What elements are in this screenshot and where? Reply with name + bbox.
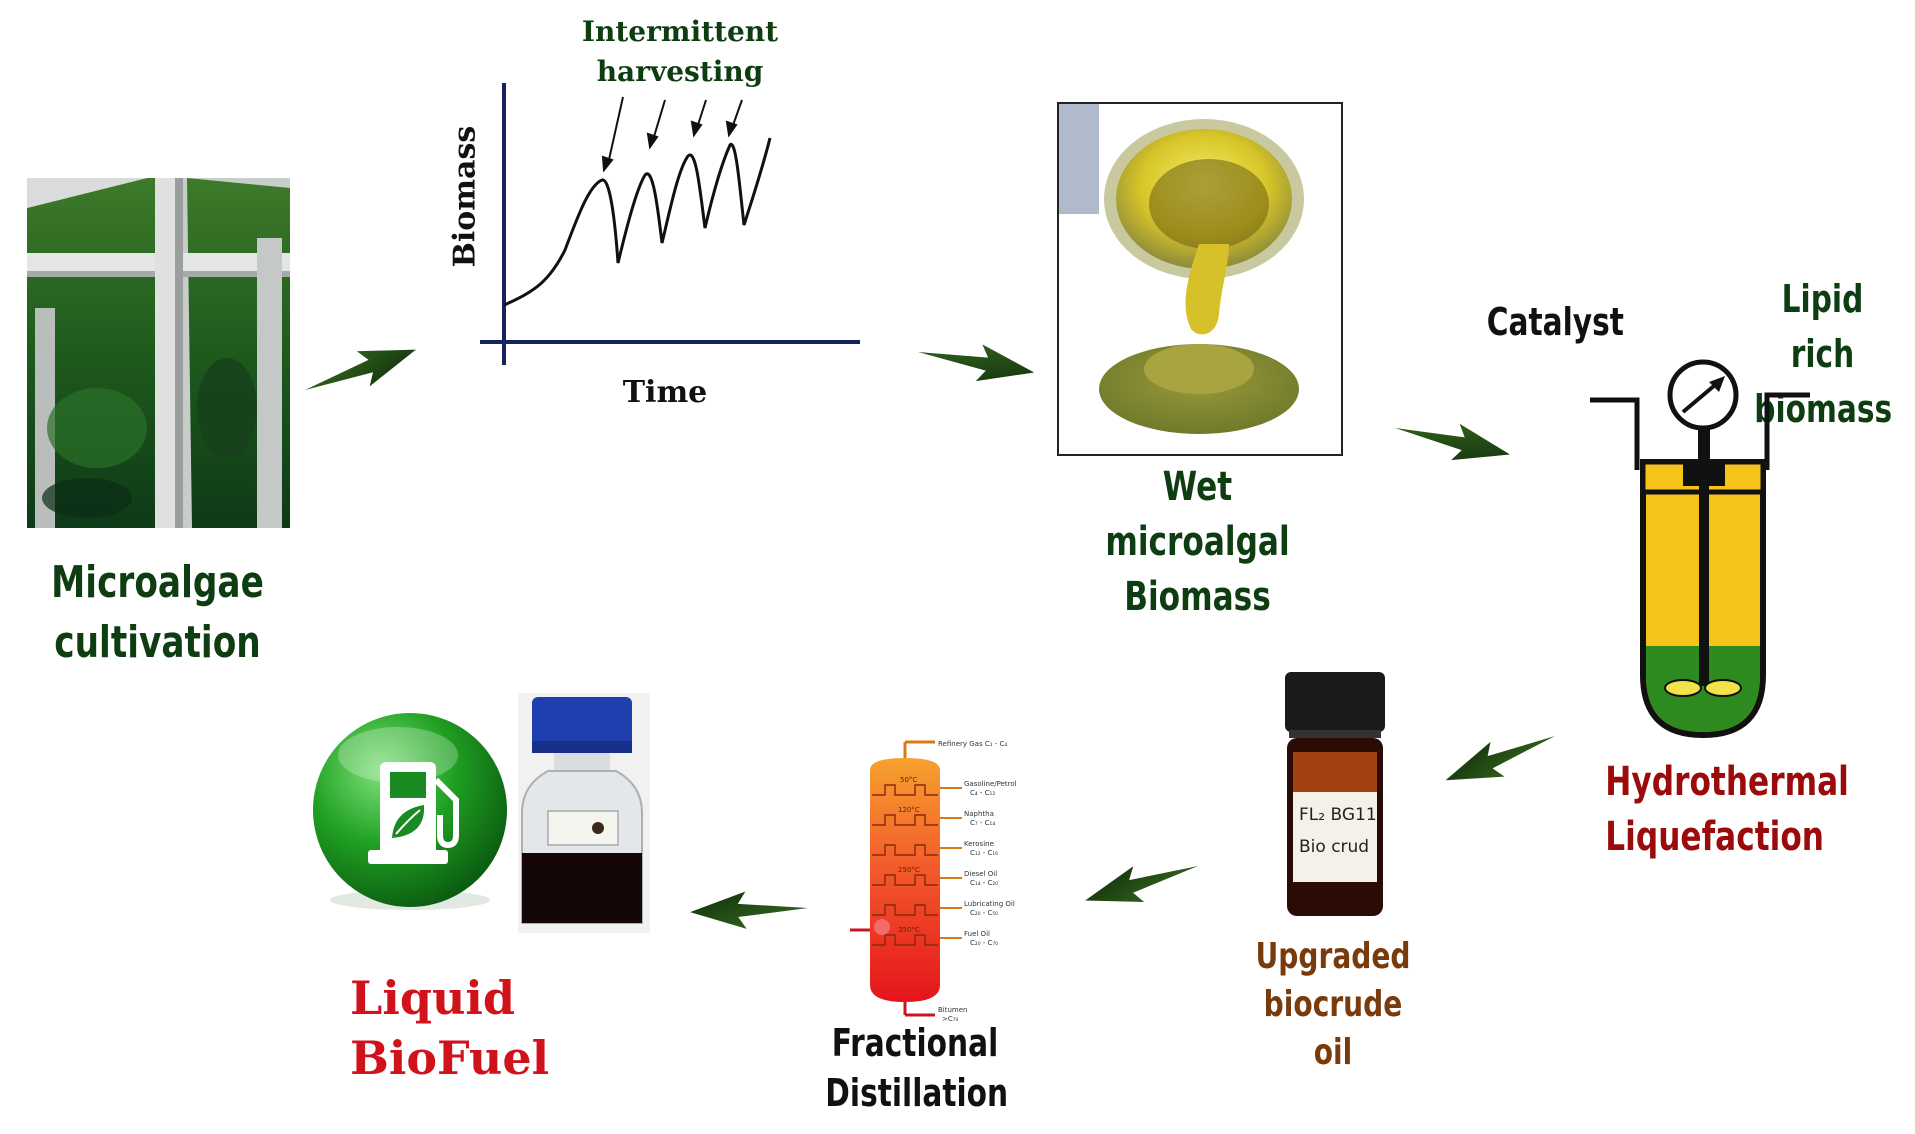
htl-label: Hydrothermal Liquefaction bbox=[1605, 759, 1849, 860]
htl-reactor-icon bbox=[1590, 359, 1810, 739]
product-lubricating-range: C₂₀ - C₅₀ bbox=[970, 909, 998, 917]
product-kerosine-range: C₁₂ - C₁₆ bbox=[970, 849, 998, 857]
product-gasoline-range: C₄ - C₁₂ bbox=[970, 789, 995, 797]
arrow-4-icon bbox=[1445, 736, 1555, 781]
temp-2: 120°C bbox=[898, 806, 920, 814]
product-gasoline: Gasoline/Petrol bbox=[964, 780, 1017, 788]
biofuel-pump-icon bbox=[313, 713, 507, 910]
product-refinery-gas: Refinery Gas C₁ - C₄ bbox=[938, 740, 1007, 748]
wet-biomass-photo bbox=[1057, 102, 1343, 456]
biocrude-vial-icon: FL₂ BG11 Bio crud bbox=[1285, 672, 1385, 916]
product-lubricating: Lubricating Oil bbox=[964, 900, 1015, 908]
microalgae-cultivation-photo bbox=[27, 178, 290, 528]
upgraded-biocrude-label: Upgraded biocrude oil bbox=[1255, 936, 1411, 1073]
product-bitumen-range: >C₇₀ bbox=[942, 1015, 959, 1023]
graph-x-axis-label: Time bbox=[622, 375, 708, 410]
arrow-6-icon bbox=[690, 891, 808, 929]
product-fuel-oil-range: C₂₀ - C₇₀ bbox=[970, 939, 998, 947]
arrow-5-icon bbox=[1085, 866, 1198, 903]
product-naphtha-range: C₇ - C₁₄ bbox=[970, 819, 995, 827]
temp-1: 50°C bbox=[900, 776, 917, 784]
product-diesel: Diesel Oil bbox=[964, 870, 997, 878]
temp-3: 250°C bbox=[898, 866, 920, 874]
arrow-1-icon bbox=[305, 349, 416, 390]
vial-label-line2: Bio crud bbox=[1299, 837, 1369, 857]
harvesting-graph bbox=[480, 83, 860, 365]
product-naphtha: Naphtha bbox=[964, 810, 994, 818]
intermittent-harvesting-label: Intermittent harvesting bbox=[581, 15, 779, 88]
temp-4: 350°C bbox=[898, 926, 920, 934]
product-fuel-oil: Fuel Oil bbox=[964, 930, 990, 938]
product-diesel-range: C₁₄ - C₂₀ bbox=[970, 879, 998, 887]
biofuel-bottle-icon bbox=[518, 693, 650, 933]
distillation-column-icon: 50°C 120°C 250°C 350°C Refinery Gas C₁ -… bbox=[850, 740, 1017, 1023]
vial-label-line1: FL₂ BG11 bbox=[1299, 805, 1377, 825]
arrow-2-icon bbox=[918, 344, 1035, 382]
product-bitumen: Bitumen bbox=[938, 1006, 968, 1014]
catalyst-label: Catalyst bbox=[1486, 300, 1624, 344]
liquid-biofuel-label: Liquid BioFuel bbox=[350, 971, 550, 1085]
graph-y-axis-label: Biomass bbox=[447, 125, 483, 268]
fractional-distillation-label: Fractional Distillation bbox=[825, 1021, 1009, 1115]
arrow-3-icon bbox=[1395, 423, 1510, 461]
product-kerosine: Kerosine bbox=[964, 840, 994, 848]
microalgae-cultivation-label: Microalgae cultivation bbox=[51, 557, 264, 668]
wet-biomass-label: Wet microalgal Biomass bbox=[1105, 464, 1290, 620]
